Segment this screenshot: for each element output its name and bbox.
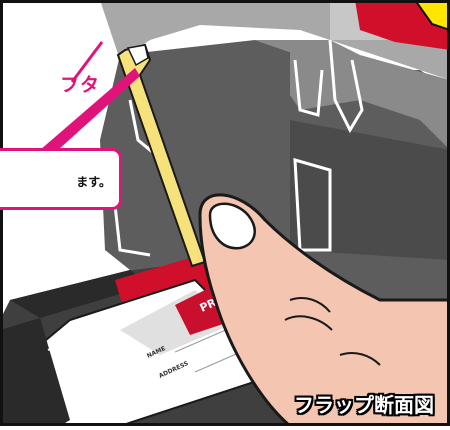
left-bezel — [0, 318, 70, 426]
finger-crease-2 — [284, 315, 333, 331]
lid-label: フタ — [60, 74, 101, 96]
flap-tip — [126, 44, 149, 67]
lid-pointer-line — [70, 41, 104, 83]
bezel-mark — [47, 348, 61, 369]
finger — [198, 193, 450, 428]
clip-outline-2 — [328, 39, 364, 134]
finger-crease-3 — [339, 352, 381, 366]
fingernail — [208, 202, 256, 250]
callout-text: ます。 — [76, 175, 111, 189]
body-highlight — [255, 40, 450, 150]
clip-outline-4 — [293, 157, 332, 252]
clip-outline-1 — [293, 59, 324, 117]
finger-crease-1 — [289, 297, 331, 313]
callout-pointer — [40, 68, 140, 150]
slot-edge — [10, 270, 150, 318]
highlight-corner — [413, 0, 450, 32]
callout-box: ます。 — [0, 148, 122, 210]
diagram-caption: フラップ断面図 — [294, 393, 434, 417]
